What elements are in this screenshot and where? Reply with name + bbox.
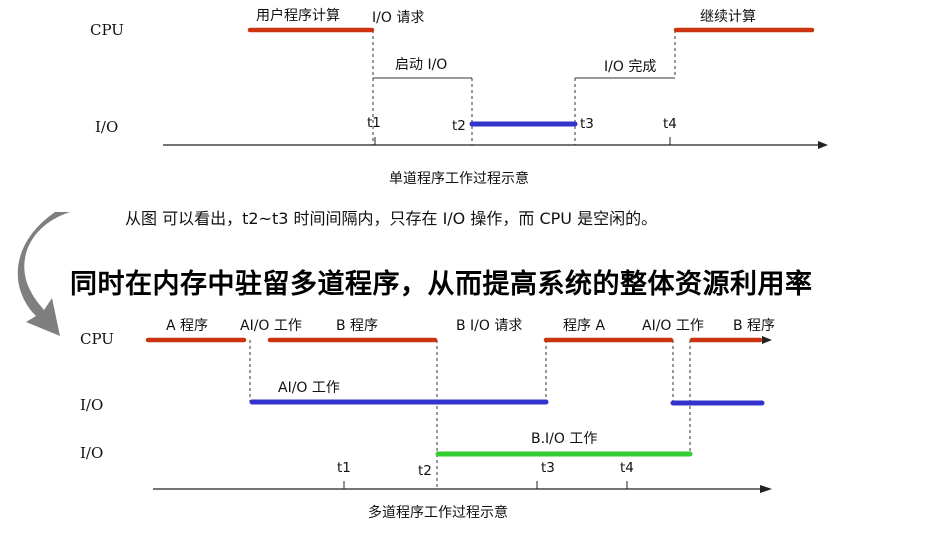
axis-arrow — [760, 485, 772, 493]
t1-label: t1 — [337, 460, 351, 476]
t1-label: t1 — [367, 115, 381, 131]
single-program-diagram — [163, 27, 828, 149]
user-program-label: 用户程序计算 — [256, 8, 340, 24]
b-program-label: B 程序 — [336, 318, 379, 334]
b-io-request-label: B I/O 请求 — [456, 318, 523, 334]
io-lane-label-2: I/O — [80, 444, 104, 462]
ai-work-label: AI/O 工作 — [240, 318, 302, 334]
t2-label: t2 — [452, 118, 466, 134]
explanation-note: 从图 可以看出，t2~t3 时间间隔内，只存在 I/O 操作，而 CPU 是空闲… — [125, 209, 658, 228]
curved-arrow-icon — [17, 212, 71, 336]
t2-label: t2 — [418, 463, 432, 479]
start-io-label: 启动 I/O — [395, 57, 448, 73]
a-program-label: A 程序 — [166, 318, 209, 334]
ai-work-label-2: AI/O 工作 — [642, 318, 704, 334]
cpu-lane-label: CPU — [90, 21, 124, 39]
t3-label: t3 — [541, 460, 555, 476]
io-done-label: I/O 完成 — [604, 59, 657, 75]
b-program-label-2: B 程序 — [733, 318, 776, 334]
cpu-axis-arrow — [762, 336, 772, 344]
axis-arrow — [818, 141, 828, 149]
multi-program-diagram — [145, 336, 772, 493]
bi-work-lane-label: B.I/O 工作 — [531, 431, 598, 447]
top-caption: 单道程序工作过程示意 — [389, 171, 529, 187]
t4-label: t4 — [663, 116, 677, 132]
cpu-lane-label: CPU — [80, 330, 114, 348]
t4-label: t4 — [620, 460, 634, 476]
t3-label: t3 — [580, 116, 594, 132]
bottom-caption: 多道程序工作过程示意 — [368, 505, 508, 521]
io-lane-label-1: I/O — [80, 396, 104, 414]
ai-work-lane-label: AI/O 工作 — [278, 380, 340, 396]
io-lane-label: I/O — [95, 118, 119, 136]
program-a-label: 程序 A — [563, 318, 606, 334]
io-request-label: I/O 请求 — [372, 10, 425, 26]
headline: 同时在内存中驻留多道程序，从而提高系统的整体资源利用率 — [70, 269, 813, 300]
continue-label: 继续计算 — [700, 9, 756, 25]
